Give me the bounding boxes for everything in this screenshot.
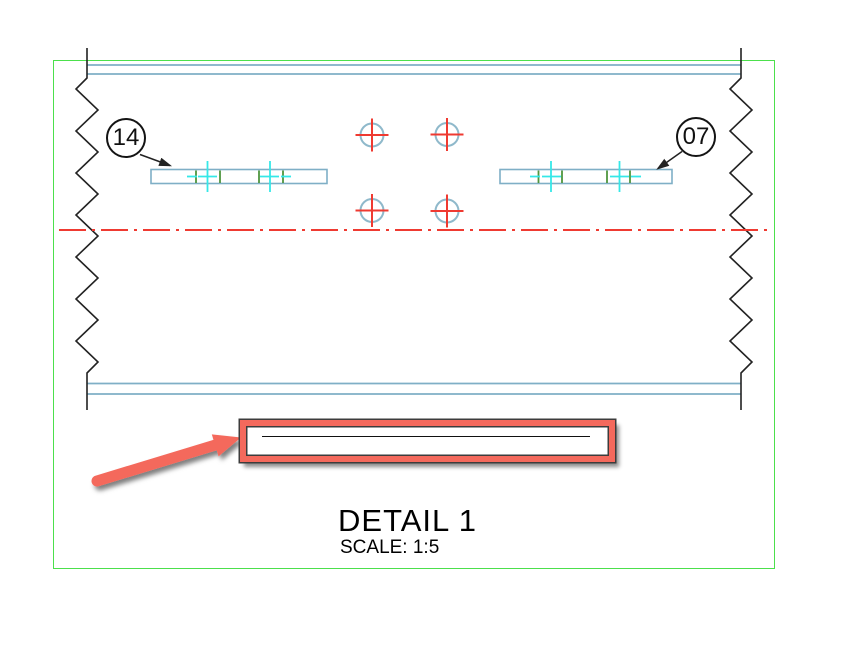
beam-bottom-edge-lines — [87, 382, 741, 395]
balloon-07-leader — [656, 150, 683, 170]
hole-marker — [430, 118, 464, 151]
highlighted-drawing-line[interactable] — [262, 436, 590, 437]
annotation-highlight-box — [240, 420, 615, 462]
hole-marker — [355, 118, 389, 152]
balloon-07-label: 07 — [682, 123, 710, 150]
viewport-border — [53, 60, 775, 569]
detail-title: DETAIL 1 — [338, 503, 477, 538]
break-line-left — [74, 48, 100, 410]
break-line-right — [728, 48, 754, 410]
balloon-07: 07 — [676, 117, 716, 157]
plate-item-07 — [499, 161, 673, 192]
balloon-14-label: 14 — [112, 124, 140, 151]
beam-top-edge-lines — [87, 64, 741, 75]
plate-item-14 — [150, 161, 328, 192]
balloon-14-leader — [139, 153, 173, 167]
annotation-arrow — [91, 434, 241, 487]
balloon-14: 14 — [106, 118, 146, 158]
detail-scale-label: SCALE: 1:5 — [340, 537, 440, 558]
hole-markers — [355, 118, 464, 228]
hole-marker — [355, 194, 389, 227]
hole-marker — [430, 194, 464, 228]
